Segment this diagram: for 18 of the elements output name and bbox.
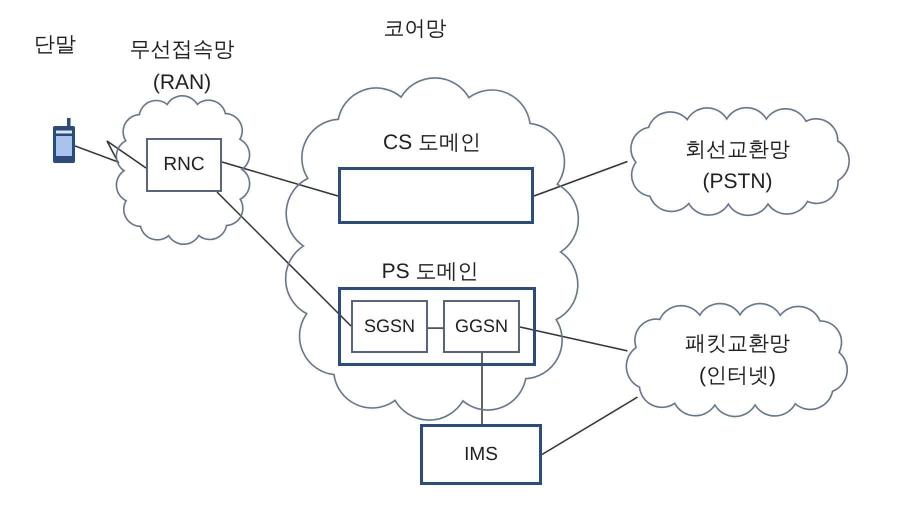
connection-line	[534, 160, 628, 197]
connection-line	[216, 191, 352, 327]
mobile-phone-icon	[53, 118, 75, 163]
domain-label: CS 도메인	[383, 130, 481, 156]
wireless-link	[74, 140, 146, 169]
network-label: 무선접속망 (RAN)	[128, 37, 236, 96]
network-label: 패킷교환망 (인터넷)	[684, 331, 791, 389]
network-label: 회선교환망 (PSTN)	[684, 136, 791, 194]
connection-line	[542, 396, 638, 456]
equipment-box: GGSN	[443, 300, 520, 353]
network-label: 코어망	[384, 16, 446, 42]
equipment-box: SGSN	[351, 300, 428, 353]
domain-label: PS 도메인	[382, 259, 478, 285]
connection-line	[428, 327, 443, 329]
equipment-box: RNC	[146, 138, 222, 192]
connection-line	[222, 161, 338, 197]
equipment-box: IMS	[420, 424, 542, 485]
device-label: 단말	[34, 32, 76, 58]
